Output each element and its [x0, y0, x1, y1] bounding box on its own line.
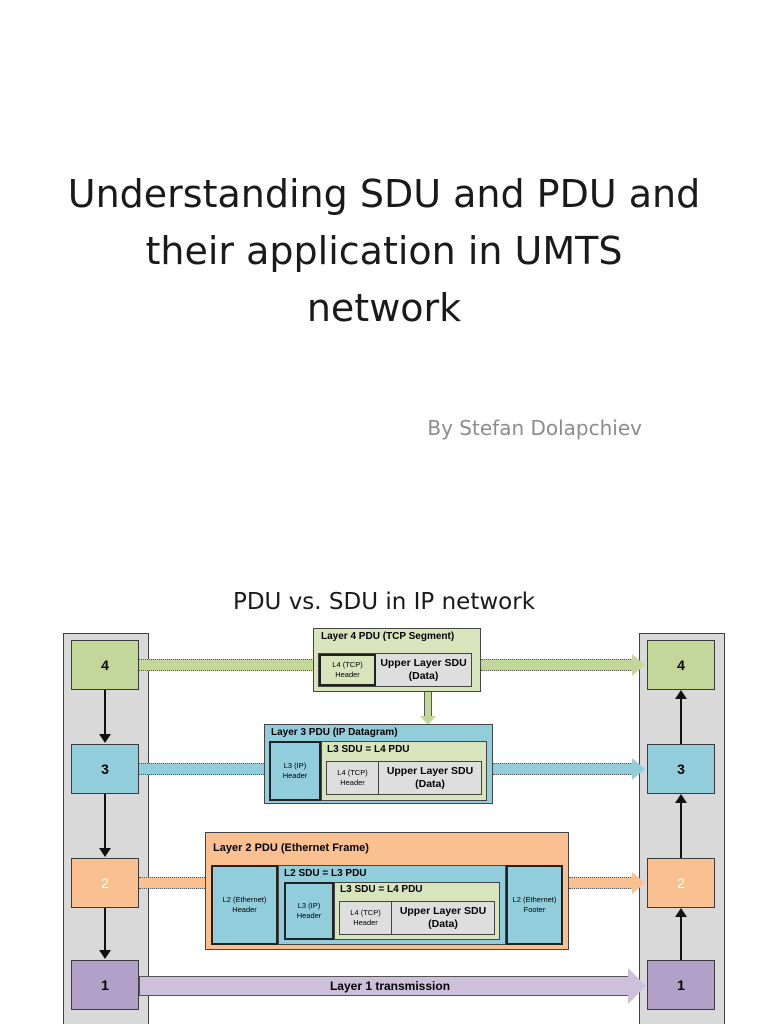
- layer-3-pdu: Layer 3 PDU (IP Datagram) L3 (IP) Header…: [264, 724, 493, 804]
- down-arrow-3-2: [104, 794, 106, 849]
- arrowhead-right-icon: [632, 654, 645, 676]
- l4-header: L4 (TCP) Header: [319, 654, 376, 686]
- slide-title: Understanding SDU and PDU and their appl…: [40, 166, 728, 337]
- arrowhead-right-icon: [628, 968, 646, 1004]
- down-arrow-2-1: [104, 908, 106, 951]
- arrowhead-up-icon: [675, 690, 687, 699]
- diagram-title: PDU vs. SDU in IP network: [232, 589, 536, 615]
- l4-pdu-in-l3: L4 (TCP) Header Upper Layer SDU (Data): [326, 761, 482, 795]
- l3-sdu-label: L3 SDU = L4 PDU: [340, 884, 423, 895]
- slide-title-line-1: Understanding SDU and PDU and: [67, 172, 701, 216]
- layer-1-label: Layer 1 transmission: [329, 979, 451, 993]
- arrowhead-right-icon: [632, 872, 645, 894]
- l3-header: L3 (IP) Header: [284, 882, 334, 940]
- sender-layer-1: 1: [71, 960, 139, 1010]
- layer-2-pdu: Layer 2 PDU (Ethernet Frame) L2 (Etherne…: [205, 832, 569, 950]
- arrowhead-up-icon: [675, 908, 687, 917]
- l2-sdu-label: L2 SDU = L3 PDU: [284, 868, 367, 879]
- up-arrow-3-4: [680, 699, 682, 744]
- layer-3-pdu-title: Layer 3 PDU (IP Datagram): [271, 727, 398, 738]
- layer-4-flow-in: [139, 659, 314, 671]
- layer-2-flow-in: [139, 877, 205, 889]
- slide-title-line-2: their application in UMTS: [145, 229, 623, 273]
- arrowhead-up-icon: [675, 794, 687, 803]
- arrowhead-down-icon: [99, 848, 111, 857]
- arrowhead-down-icon: [99, 950, 111, 959]
- layer-2-flow-out: [569, 877, 633, 889]
- layer-4-pdu-title: Layer 4 PDU (TCP Segment): [321, 631, 455, 642]
- l4-to-l3-arrow: [424, 692, 432, 718]
- l3-sdu: L3 SDU = L4 PDU L4 (TCP) Header Upper La…: [334, 882, 500, 940]
- receiver-layer-2: 2: [647, 858, 715, 908]
- title-slide: Understanding SDU and PDU and their appl…: [40, 166, 728, 440]
- upper-layer-sdu: Upper Layer SDU (Data): [399, 905, 487, 930]
- l3-header: L3 (IP) Header: [269, 741, 321, 801]
- l4-pdu-in-l2: L4 (TCP) Header Upper Layer SDU (Data): [339, 901, 495, 935]
- l3-sdu: L3 SDU = L4 PDU L4 (TCP) Header Upper La…: [321, 741, 487, 801]
- arrowhead-down-icon: [420, 716, 436, 725]
- slide-title-line-3: network: [306, 286, 462, 330]
- receiver-layer-3: 3: [647, 744, 715, 794]
- layer-3-flow-in: [139, 763, 264, 775]
- arrowhead-right-icon: [632, 758, 645, 780]
- receiver-layer-4: 4: [647, 640, 715, 690]
- l3-sdu-label: L3 SDU = L4 PDU: [327, 744, 410, 755]
- sender-layer-3: 3: [71, 744, 139, 794]
- diagram-slide: PDU vs. SDU in IP network 4 3 2 1 4 3 2 …: [0, 576, 768, 1024]
- up-arrow-1-2: [680, 917, 682, 960]
- arrowhead-down-icon: [99, 734, 111, 743]
- l4-header: L4 (TCP) Header: [340, 902, 392, 934]
- layer-4-pdu: Layer 4 PDU (TCP Segment) L4 (TCP) Heade…: [313, 628, 481, 692]
- layer-4-flow-out: [481, 659, 633, 671]
- l2-header: L2 (Ethernet) Header: [211, 865, 278, 945]
- layer-2-pdu-title: Layer 2 PDU (Ethernet Frame): [213, 842, 369, 854]
- upper-layer-sdu: Upper Layer SDU (Data): [386, 765, 474, 790]
- l2-sdu: L2 SDU = L3 PDU L3 (IP) Header L3 SDU = …: [278, 865, 506, 945]
- sender-layer-2: 2: [71, 858, 139, 908]
- down-arrow-4-3: [104, 690, 106, 735]
- sender-layer-4: 4: [71, 640, 139, 690]
- layer-4-segment: L4 (TCP) Header Upper Layer SDU (Data): [318, 653, 472, 687]
- author-subtitle: By Stefan Dolapchiev: [427, 416, 642, 440]
- up-arrow-2-3: [680, 803, 682, 858]
- upper-layer-sdu: Upper Layer SDU (Data): [380, 657, 467, 682]
- layer-3-flow-out: [493, 763, 633, 775]
- l4-header: L4 (TCP) Header: [327, 762, 379, 794]
- l2-footer: L2 (Ethernet) Footer: [506, 865, 563, 945]
- receiver-layer-1: 1: [647, 960, 715, 1010]
